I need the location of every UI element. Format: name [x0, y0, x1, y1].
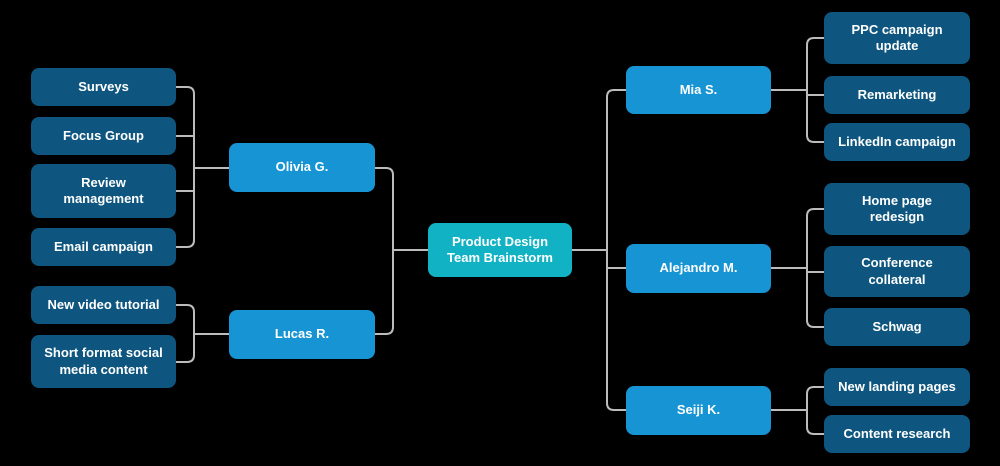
connector-olivia-children-bracket — [176, 86, 195, 248]
node-ppc-campaign-update[interactable]: PPC campaign update — [824, 12, 970, 64]
node-new-video-tutorial[interactable]: New video tutorial — [31, 286, 176, 324]
node-lucas-r[interactable]: Lucas R. — [229, 310, 375, 359]
node-mia-s[interactable]: Mia S. — [626, 66, 771, 114]
node-label: LinkedIn campaign — [838, 133, 956, 149]
node-label: Seiji K. — [676, 402, 721, 418]
node-home-page-redesign[interactable]: Home page redesign — [824, 183, 970, 235]
node-content-research[interactable]: Content research — [824, 415, 970, 453]
node-label: Mia S. — [679, 81, 718, 97]
node-label: Home page redesign — [861, 192, 933, 224]
node-review-management[interactable]: Review management — [31, 164, 176, 218]
connector-mia-children-bracket — [806, 37, 824, 143]
node-label: Content research — [843, 425, 951, 441]
node-email-campaign[interactable]: Email campaign — [31, 228, 176, 266]
node-short-format-social-media-content[interactable]: Short format social media content — [31, 335, 176, 388]
connector-right-branches-bracket — [606, 89, 626, 411]
node-label: Schwag — [872, 318, 922, 334]
node-label: Lucas R. — [274, 326, 330, 342]
node-label: New landing pages — [838, 378, 956, 394]
node-label: Email campaign — [54, 238, 153, 254]
connector-seiji-children-bracket — [806, 386, 824, 435]
node-conference-collateral[interactable]: Conference collateral — [824, 246, 970, 297]
node-root[interactable]: Product Design Team Brainstorm — [428, 223, 572, 277]
node-label: Product Design Team Brainstorm — [447, 233, 553, 265]
node-seiji-k[interactable]: Seiji K. — [626, 386, 771, 435]
node-label: PPC campaign update — [851, 21, 943, 53]
node-label: Focus Group — [63, 127, 144, 143]
node-label: Review management — [63, 174, 144, 206]
node-schwag[interactable]: Schwag — [824, 308, 970, 346]
connector-lucas-children-bracket — [176, 304, 195, 363]
node-alejandro-m[interactable]: Alejandro M. — [626, 244, 771, 293]
node-label: Conference collateral — [861, 255, 933, 287]
node-label: Short format social media content — [44, 345, 163, 377]
node-label: New video tutorial — [47, 296, 160, 312]
node-surveys[interactable]: Surveys — [31, 68, 176, 106]
connector-left-branches-bracket — [375, 167, 394, 335]
node-linkedin-campaign[interactable]: LinkedIn campaign — [824, 123, 970, 161]
node-new-landing-pages[interactable]: New landing pages — [824, 368, 970, 406]
node-remarketing[interactable]: Remarketing — [824, 76, 970, 114]
node-label: Surveys — [78, 78, 129, 94]
node-olivia-g[interactable]: Olivia G. — [229, 143, 375, 192]
node-label: Alejandro M. — [659, 260, 738, 276]
node-focus-group[interactable]: Focus Group — [31, 117, 176, 155]
node-label: Remarketing — [857, 86, 937, 102]
connector-alejandro-children-bracket — [806, 208, 824, 328]
node-label: Olivia G. — [275, 159, 329, 175]
